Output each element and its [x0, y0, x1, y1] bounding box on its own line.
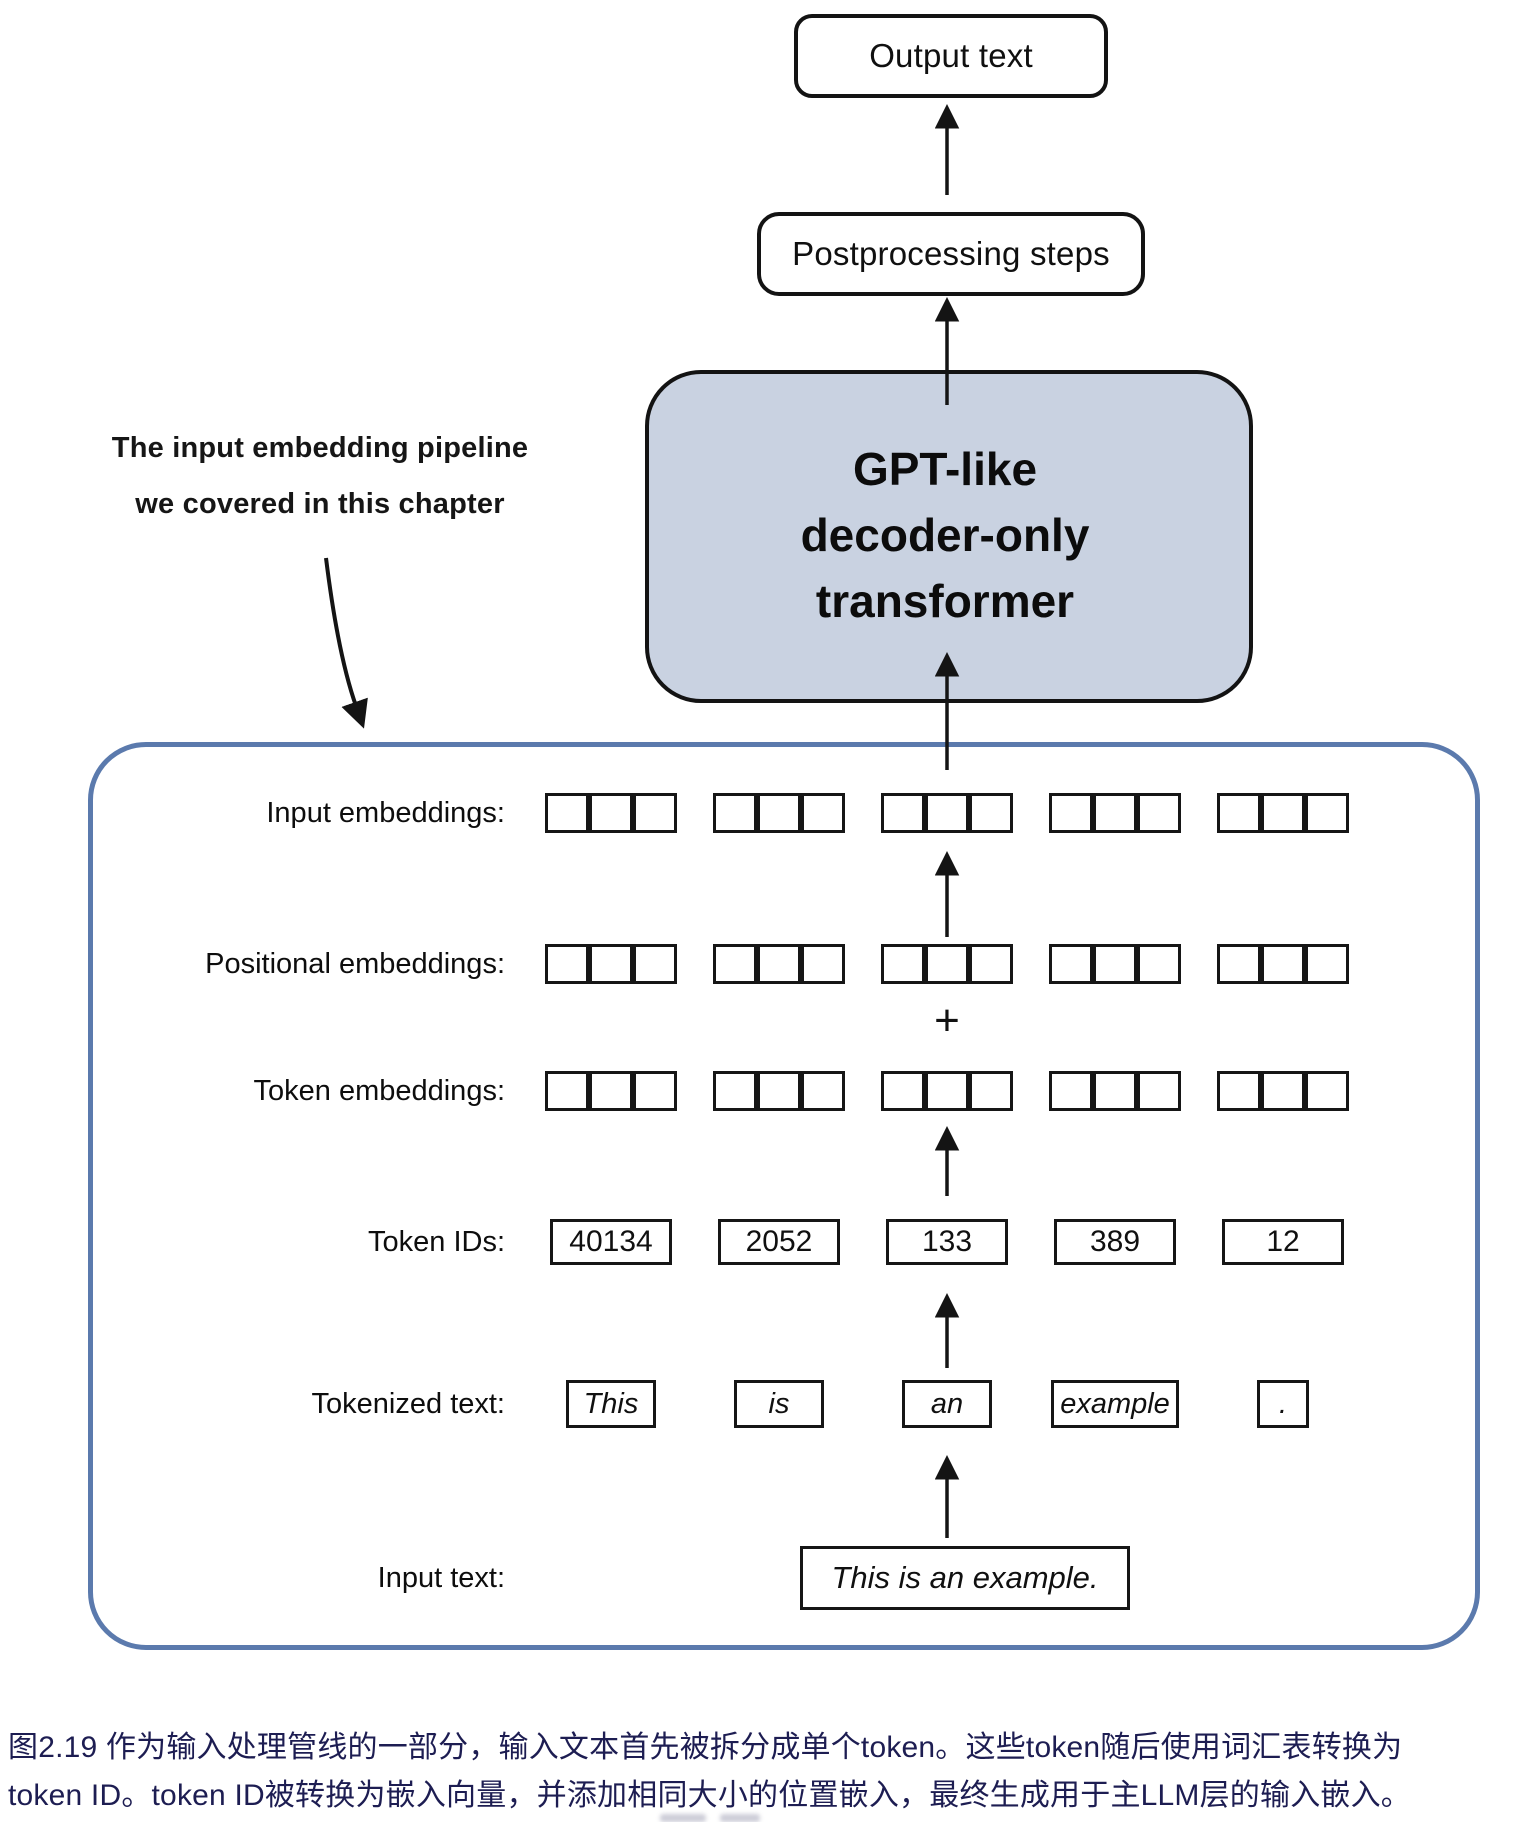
- token-ids-label: Token IDs:: [368, 1226, 505, 1258]
- embedding-square: [589, 793, 633, 833]
- token-embedding-vector-group: [1049, 1071, 1181, 1111]
- embedding-square: [713, 944, 757, 984]
- token-id-box: 133: [886, 1219, 1008, 1265]
- token-id-box: 2052: [718, 1219, 840, 1265]
- transformer-label: GPT-like decoder-only transformer: [645, 436, 1245, 634]
- embedding-square: [1049, 1071, 1093, 1111]
- positional-embedding-vector-group: [713, 944, 845, 984]
- embedding-square: [925, 944, 969, 984]
- annotation-line-1: The input embedding pipeline: [111, 432, 529, 464]
- embedding-square: [801, 944, 845, 984]
- positional-embedding-vector-group: [881, 944, 1013, 984]
- embedding-square: [633, 793, 677, 833]
- input-embedding-vector-group: [1049, 793, 1181, 833]
- annotation-line-2: we covered in this chapter: [135, 488, 505, 520]
- embedding-square: [881, 793, 925, 833]
- positional-embedding-vector-group: [1049, 944, 1181, 984]
- token-box: is: [734, 1380, 824, 1428]
- embedding-square: [801, 1071, 845, 1111]
- embedding-square: [1305, 793, 1349, 833]
- plus-sign: +: [934, 996, 960, 1045]
- tokenized-text-label: Tokenized text:: [311, 1388, 505, 1420]
- embedding-square: [589, 944, 633, 984]
- input-embedding-vector-group: [881, 793, 1013, 833]
- token-id-box: 12: [1222, 1219, 1344, 1265]
- input-embedding-vector-group: [713, 793, 845, 833]
- embedding-square: [1217, 944, 1261, 984]
- transformer-box: [645, 370, 1253, 703]
- token-embeddings-label: Token embeddings:: [253, 1075, 506, 1107]
- embedding-square: [1093, 1071, 1137, 1111]
- embedding-square: [1137, 1071, 1181, 1111]
- cutoff-text-fragment: [720, 1814, 760, 1822]
- token-id-box: 389: [1054, 1219, 1176, 1265]
- embedding-square: [1093, 944, 1137, 984]
- input-embedding-vector-group: [1217, 793, 1349, 833]
- token-embedding-vector-group: [881, 1071, 1013, 1111]
- embedding-square: [713, 1071, 757, 1111]
- embedding-square: [969, 944, 1013, 984]
- annotation-arrow: [324, 557, 368, 729]
- output-text-label: Output text: [869, 37, 1033, 74]
- embedding-square: [1217, 1071, 1261, 1111]
- embedding-square: [925, 793, 969, 833]
- embedding-square: [545, 944, 589, 984]
- token-box: This: [566, 1380, 656, 1428]
- embedding-square: [633, 944, 677, 984]
- transformer-line-3: transformer: [815, 575, 1075, 627]
- token-embedding-vector-group: [545, 1071, 677, 1111]
- embedding-square: [801, 793, 845, 833]
- embedding-square: [545, 793, 589, 833]
- embedding-square: [969, 793, 1013, 833]
- embedding-square: [757, 1071, 801, 1111]
- embedding-square: [1217, 793, 1261, 833]
- positional-embedding-vector-group: [1217, 944, 1349, 984]
- embedding-square: [1305, 944, 1349, 984]
- positional-embedding-vector-group: [545, 944, 677, 984]
- caption-line-2: token ID。token ID被转换为嵌入向量，并添加相同大小的位置嵌入，最…: [8, 1779, 1412, 1812]
- input-text-box: This is an example.: [800, 1546, 1130, 1610]
- input-embedding-vector-group: [545, 793, 677, 833]
- embedding-square: [757, 793, 801, 833]
- embedding-square: [1261, 793, 1305, 833]
- embedding-square: [1261, 944, 1305, 984]
- token-embedding-vector-group: [1217, 1071, 1349, 1111]
- embedding-square: [589, 1071, 633, 1111]
- output-text-box: Output text: [794, 14, 1108, 98]
- caption-line-1: 图2.19 作为输入处理管线的一部分，输入文本首先被拆分成单个token。这些t…: [8, 1731, 1403, 1764]
- embedding-square: [881, 1071, 925, 1111]
- positional-embeddings-label: Positional embeddings:: [205, 948, 505, 980]
- token-id-box: 40134: [550, 1219, 672, 1265]
- embedding-square: [545, 1071, 589, 1111]
- embedding-square: [969, 1071, 1013, 1111]
- pipeline-container: [88, 742, 1480, 1650]
- cutoff-text-fragment: [660, 1814, 706, 1822]
- input-text-label: Input text:: [377, 1562, 505, 1594]
- embedding-square: [1093, 793, 1137, 833]
- embedding-square: [1261, 1071, 1305, 1111]
- embedding-square: [925, 1071, 969, 1111]
- transformer-line-2: decoder-only: [800, 509, 1090, 561]
- embedding-square: [757, 944, 801, 984]
- embedding-square: [1305, 1071, 1349, 1111]
- embedding-square: [881, 944, 925, 984]
- embedding-square: [633, 1071, 677, 1111]
- embedding-square: [1049, 793, 1093, 833]
- token-box: example: [1051, 1380, 1179, 1428]
- embedding-square: [1137, 944, 1181, 984]
- token-box: an: [902, 1380, 992, 1428]
- transformer-line-1: GPT-like: [852, 443, 1038, 495]
- embedding-square: [1137, 793, 1181, 833]
- embedding-square: [1049, 944, 1093, 984]
- token-embedding-vector-group: [713, 1071, 845, 1111]
- input-embeddings-label: Input embeddings:: [266, 797, 505, 829]
- postprocessing-box: Postprocessing steps: [757, 212, 1145, 296]
- token-box: .: [1257, 1380, 1309, 1428]
- embedding-square: [713, 793, 757, 833]
- postprocessing-label: Postprocessing steps: [792, 235, 1110, 272]
